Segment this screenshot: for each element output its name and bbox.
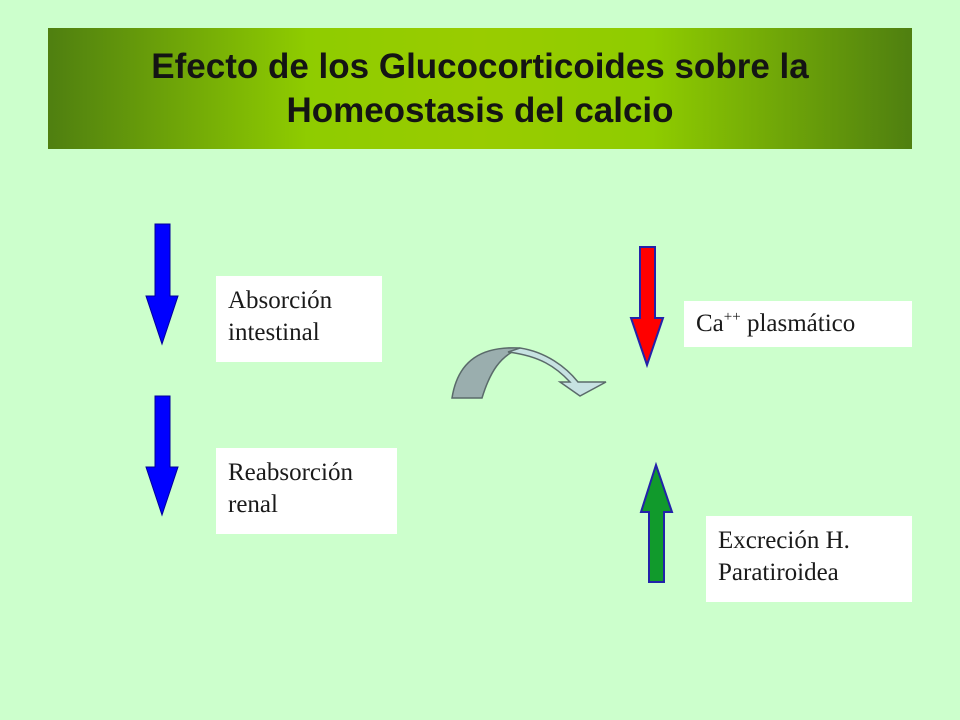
label-reabsorcion-line-1: Reabsorción (228, 459, 353, 486)
label-absorcion-intestinal: Absorción intestinal (216, 276, 382, 362)
curved-arrow-icon (451, 347, 607, 399)
label-calcio-superscript: ++ (723, 309, 741, 325)
arrow-absorcion-icon (145, 223, 179, 346)
label-excrecion-line-1: Excreción H. (718, 527, 850, 554)
arrow-reabsorcion-icon (145, 395, 179, 517)
title-line-1: Efecto de los Glucocorticoides sobre la (151, 46, 809, 86)
title-banner: Efecto de los Glucocorticoides sobre la … (48, 28, 912, 149)
title-line-2: Homeostasis del calcio (286, 90, 674, 130)
label-reabsorcion-renal: Reabsorción renal (216, 448, 397, 534)
label-absorcion-line-2: intestinal (228, 319, 320, 346)
label-excrecion-line-2: Paratiroidea (718, 559, 839, 586)
label-reabsorcion-line-2: renal (228, 491, 278, 518)
label-absorcion-line-1: Absorción (228, 287, 333, 314)
arrow-excrecion-icon (639, 461, 674, 583)
label-calcio-base: Ca (696, 310, 724, 337)
arrow-calcio-icon (629, 246, 665, 369)
label-excrecion-paratiroidea: Excreción H. Paratiroidea (706, 516, 912, 602)
label-calcio-rest: plasmático (740, 310, 856, 337)
label-calcio-plasmatico: Ca++ plasmático (684, 301, 912, 347)
